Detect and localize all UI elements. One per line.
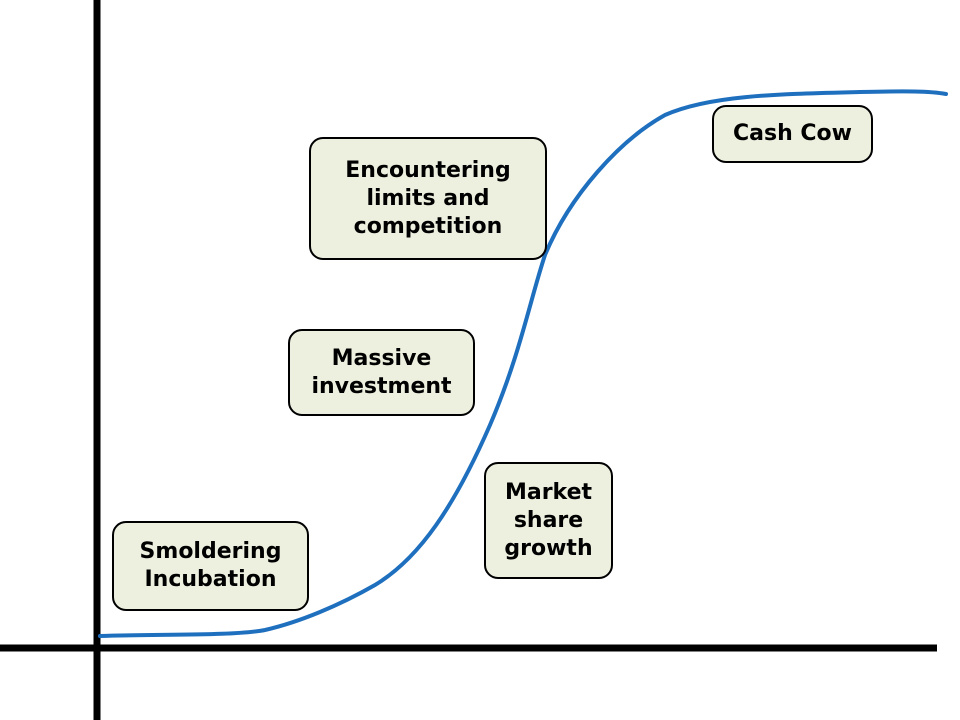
stage-box-market-share-growth: Market share growth [484, 462, 613, 579]
stage-label-encountering-limits: Encountering limits and competition [345, 157, 511, 239]
stage-label-market-share-growth: Market share growth [504, 479, 593, 561]
stage-box-smoldering-incubation: Smoldering Incubation [112, 521, 309, 611]
stage-label-smoldering-incubation: Smoldering Incubation [139, 539, 282, 592]
stage-label-cash-cow: Cash Cow [733, 121, 852, 146]
stage-box-encountering-limits: Encountering limits and competition [309, 137, 547, 260]
s-curve [98, 89, 948, 638]
stage-box-massive-investment: Massive investment [288, 329, 475, 416]
stage-label-massive-investment: Massive investment [311, 345, 452, 399]
stage-box-cash-cow: Cash Cow [712, 105, 873, 163]
